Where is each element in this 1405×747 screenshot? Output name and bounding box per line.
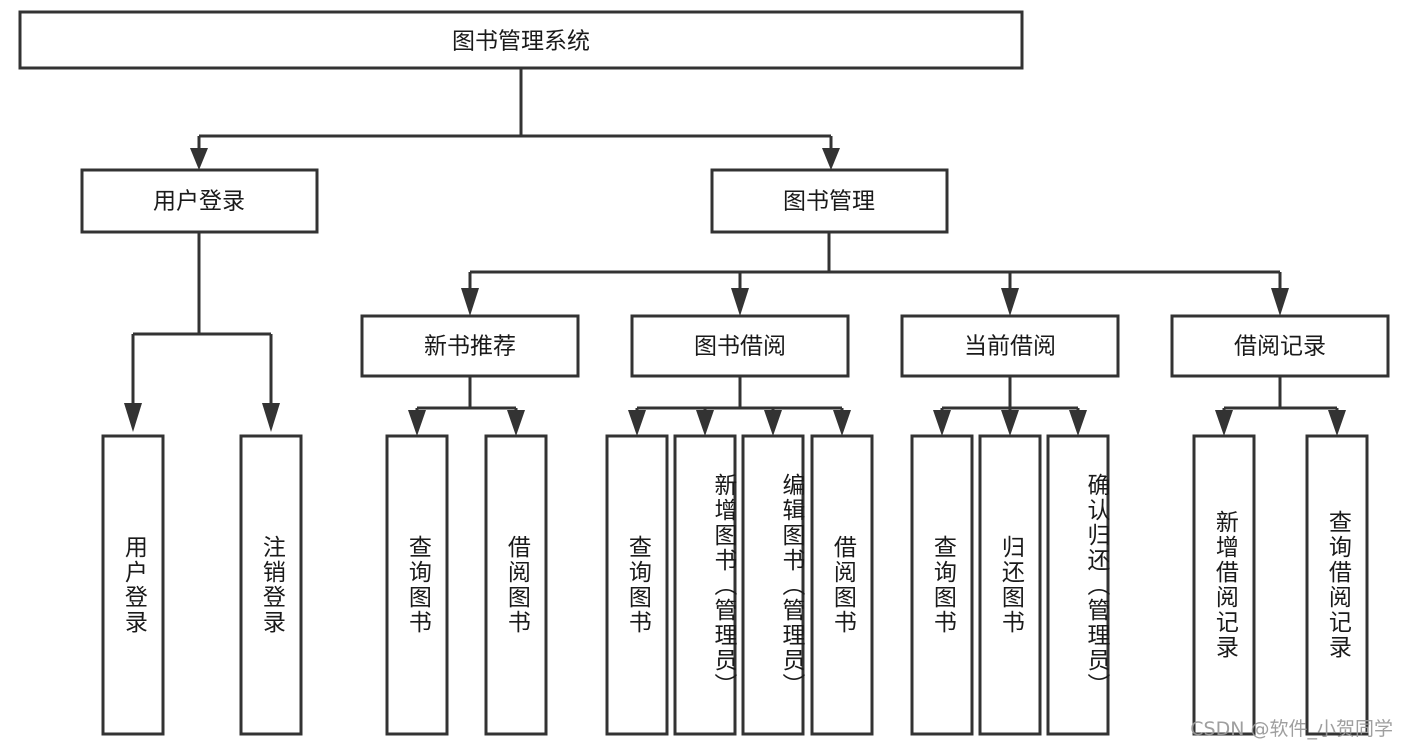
arrow-to-book-manage [822, 148, 840, 170]
leaf-box-current-borrow-1[interactable] [978, 434, 1042, 736]
leaf-box-user-login-1[interactable] [239, 434, 303, 736]
current-borrow-label: 当前借阅 [964, 334, 1056, 360]
arrow-to-user-login [190, 148, 208, 170]
connector-new-book-recommend-leaves [408, 376, 525, 436]
user-login-box[interactable] [80, 168, 319, 234]
root-box[interactable] [18, 10, 1024, 70]
current-borrow-box[interactable] [900, 314, 1120, 378]
node-borrow-records[interactable]: 借阅记录 [1170, 314, 1390, 378]
book-borrow-label: 图书借阅 [694, 334, 786, 360]
new-book-recommend-box[interactable] [360, 314, 580, 378]
leaf-box-current-borrow-2[interactable] [1046, 434, 1110, 736]
connector-current-borrow-leaves [933, 376, 1087, 436]
leaf-box-book-borrow-0[interactable] [605, 434, 669, 736]
watermark-text: CSDN @软件_小贺同学 [1190, 718, 1393, 740]
root-label: 图书管理系统 [452, 29, 590, 55]
leaf-box-book-borrow-3[interactable] [810, 434, 874, 736]
node-book-manage[interactable]: 图书管理 [710, 168, 949, 234]
node-new-book-recommend[interactable]: 新书推荐 [360, 314, 580, 378]
user-login-label: 用户登录 [153, 189, 245, 215]
leaf-box-new-book-1[interactable] [484, 434, 548, 736]
connector-book-borrow-leaves [628, 376, 851, 436]
new-book-recommend-label: 新书推荐 [424, 334, 516, 360]
node-book-borrow[interactable]: 图书借阅 [630, 314, 850, 378]
connector-user-login-leaves [124, 232, 280, 432]
leaf-box-book-borrow-2[interactable] [741, 434, 805, 736]
connector-book-manage-bus [461, 232, 1289, 316]
node-root[interactable]: 图书管理系统 [18, 10, 1024, 70]
connector-root-bus [190, 68, 840, 170]
leaf-box-new-book-0[interactable] [385, 434, 449, 736]
connector-borrow-records-leaves [1215, 376, 1346, 436]
leaf-box-current-borrow-0[interactable] [910, 434, 974, 736]
leaf-box-borrow-records-1[interactable] [1305, 434, 1369, 736]
borrow-records-label: 借阅记录 [1234, 334, 1326, 360]
leaf-box-borrow-records-0[interactable] [1192, 434, 1256, 736]
leaf-box-user-login-0[interactable] [101, 434, 165, 736]
node-current-borrow[interactable]: 当前借阅 [900, 314, 1120, 378]
node-user-login[interactable]: 用户登录 [80, 168, 319, 234]
leaf-box-book-borrow-1[interactable] [673, 434, 737, 736]
book-manage-label: 图书管理 [783, 189, 875, 215]
